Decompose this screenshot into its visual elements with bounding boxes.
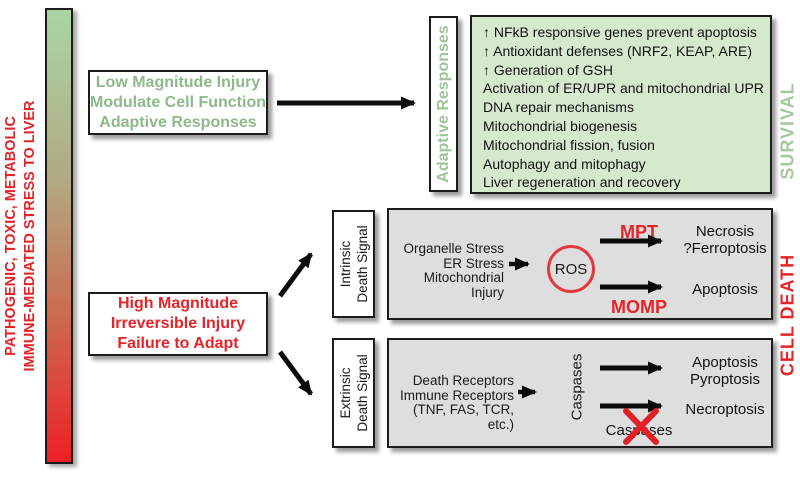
apoptosis-label: Apoptosis bbox=[692, 354, 758, 371]
arrow-high-to-extrinsic bbox=[277, 350, 314, 396]
apoptosis-outcome: Apoptosis bbox=[692, 281, 758, 298]
intrinsic-death-signal-box bbox=[332, 210, 375, 318]
receptor-item: (TNF, FAS, TCR, etc.) bbox=[412, 402, 514, 432]
arrow-high-to-intrinsic bbox=[277, 252, 314, 298]
low-box-line1: Low Magnitude Injury bbox=[95, 73, 261, 91]
caspases-hub-label: Caspases bbox=[568, 353, 586, 421]
extrinsic-label-line1: Extrinsic bbox=[338, 367, 353, 419]
necrosis-ferroptosis-outcome: Necrosis ?Ferroptosis bbox=[675, 223, 775, 257]
high-box-line1: High Magnitude bbox=[118, 295, 238, 312]
adaptive-response-item: ↑ Generation of GSH bbox=[483, 61, 613, 78]
necroptosis-outcome: Necroptosis bbox=[685, 401, 765, 418]
caspases-blocked-text: Caspases bbox=[605, 422, 673, 439]
high-box-line3: Failure to Adapt bbox=[117, 335, 239, 352]
extrinsic-death-signal-box bbox=[332, 338, 375, 448]
stress-axis-line2: IMMUNE-MEDIATED STRESS TO LIVER bbox=[22, 100, 38, 372]
pyroptosis-label: Pyroptosis bbox=[689, 370, 761, 388]
intrinsic-death-signal-label: Intrinsic Death Signal bbox=[337, 225, 371, 302]
adaptive-response-item: Mitochondrial biogenesis bbox=[483, 117, 638, 134]
low-box-line2: Modulate Cell Function bbox=[90, 93, 266, 111]
cell-death-outcome-label: CELL DEATH bbox=[777, 253, 798, 377]
stress-axis-line1: PATHOGENIC, TOXIC, METABOLIC bbox=[3, 116, 19, 356]
stress-axis-label: PATHOGENIC, TOXIC, METABOLIC IMMUNE-MEDI… bbox=[2, 101, 40, 372]
ferroptosis-label: ?Ferroptosis bbox=[683, 239, 767, 257]
stressor-item: Organelle Stress bbox=[403, 241, 504, 256]
high-box-line2: Irreversible Injury bbox=[110, 315, 246, 332]
adaptive-response-item: DNA repair mechanisms bbox=[483, 99, 634, 116]
extrinsic-label-line2: Death Signal bbox=[355, 354, 370, 432]
extrinsic-death-signal-label: Extrinsic Death Signal bbox=[337, 354, 371, 431]
low-magnitude-injury-box: Low Magnitude Injury Modulate Cell Funct… bbox=[88, 70, 268, 135]
intrinsic-label-line1: Intrinsic bbox=[338, 240, 353, 288]
receptor-item: Immune Receptors bbox=[399, 387, 514, 403]
mpt-mediator-label: MPT bbox=[620, 222, 658, 242]
survival-outcome-label: SURVIVAL bbox=[777, 82, 798, 180]
stress-severity-gradient-bar bbox=[45, 8, 73, 464]
extrinsic-receptor-list: Death Receptors Immune Receptors (TNF, F… bbox=[391, 373, 514, 432]
adaptive-response-item: ↑ Antioxidant defenses (NRF2, KEAP, ARE) bbox=[483, 42, 752, 59]
high-magnitude-injury-box: High Magnitude Irreversible Injury Failu… bbox=[88, 292, 268, 356]
ros-hub-label: ROS bbox=[554, 260, 588, 278]
adaptive-response-item: Liver regeneration and recovery bbox=[483, 174, 681, 191]
adaptive-responses-panel: ↑ NFkB responsive genes prevent apoptosi… bbox=[470, 15, 772, 194]
adaptive-responses-label-box bbox=[429, 16, 458, 192]
apoptosis-pyroptosis-outcome: Apoptosis Pyroptosis bbox=[675, 354, 775, 388]
intrinsic-stressor-list: Organelle Stress ER Stress Mitochondrial… bbox=[392, 241, 504, 300]
intrinsic-pathway-panel: Organelle Stress ER Stress Mitochondrial… bbox=[387, 208, 773, 320]
stressor-item: Mitochondrial Injury bbox=[423, 270, 504, 300]
adaptive-response-item: Mitochondrial fission, fusion bbox=[483, 136, 655, 153]
low-box-line3: Adaptive Responses bbox=[99, 113, 257, 131]
stressor-item: ER Stress bbox=[443, 255, 504, 271]
adaptive-response-item: Autophagy and mitophagy bbox=[483, 155, 646, 172]
adaptive-response-item: ↑ NFkB responsive genes prevent apoptosi… bbox=[483, 24, 757, 40]
adaptive-response-item: Activation of ER/UPR and mitochondrial U… bbox=[483, 80, 764, 97]
intrinsic-label-line2: Death Signal bbox=[355, 225, 370, 303]
momp-mediator-label: MOMP bbox=[611, 297, 667, 317]
ros-hub-circle: ROS bbox=[547, 245, 595, 293]
receptor-item: Death Receptors bbox=[412, 373, 514, 388]
necrosis-label: Necrosis bbox=[695, 223, 755, 240]
adaptive-responses-label: Adaptive Responses bbox=[435, 25, 452, 183]
extrinsic-pathway-panel: Death Receptors Immune Receptors (TNF, F… bbox=[387, 338, 773, 448]
